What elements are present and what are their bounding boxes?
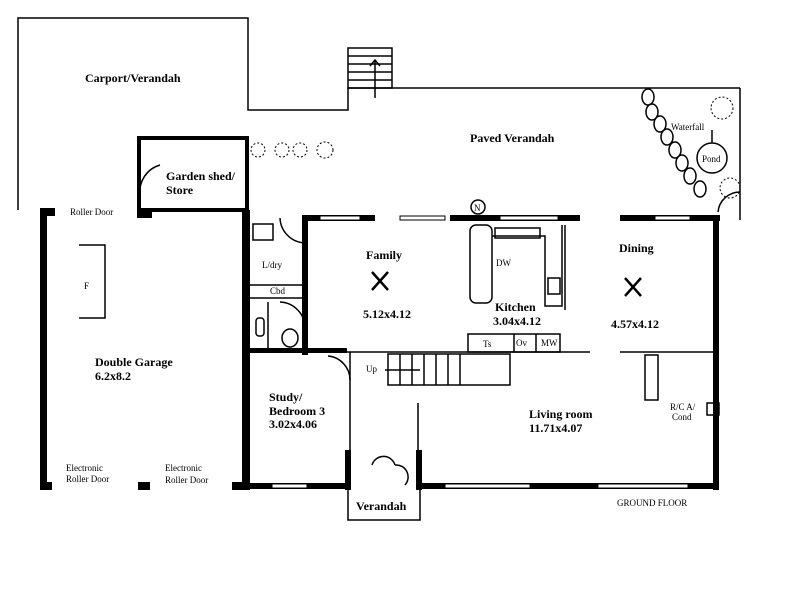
windows bbox=[271, 215, 691, 489]
electric-roller-label-1b: Roller Door bbox=[66, 474, 109, 484]
room-label-carport: Carport/Verandah bbox=[85, 71, 181, 85]
room-label-garden-shed: Garden shed/ bbox=[166, 169, 236, 183]
room-label-laundry: L/dry bbox=[262, 260, 282, 270]
north-label: N bbox=[474, 203, 481, 213]
electric-roller-label-2b: Roller Door bbox=[165, 475, 208, 485]
ceiling-fan-icons bbox=[371, 271, 642, 297]
room-label-verandah: Verandah bbox=[356, 499, 407, 513]
room-label-kitchen: Kitchen bbox=[495, 300, 536, 314]
north-marker-icon bbox=[470, 199, 486, 215]
site-boundary bbox=[17, 17, 640, 210]
electric-roller-label-2a: Electronic bbox=[165, 463, 202, 473]
shrub-icons bbox=[250, 96, 741, 199]
room-label-store: Store bbox=[166, 183, 194, 197]
outline-lines bbox=[17, 17, 741, 521]
room-size-kitchen: 3.04x4.12 bbox=[493, 314, 541, 328]
room-label-living: Living room bbox=[529, 407, 592, 421]
cupboard-label: Cbd bbox=[270, 286, 286, 296]
labels: Carport/Verandah Paved Verandah Garden s… bbox=[66, 71, 721, 513]
waterfall-label: Waterfall bbox=[671, 122, 705, 132]
room-label-paved-verandah: Paved Verandah bbox=[470, 131, 555, 145]
room-size-study: 3.02x4.06 bbox=[269, 417, 317, 431]
entry-steps-icon bbox=[347, 47, 393, 98]
room-size-family: 5.12x4.12 bbox=[363, 307, 411, 321]
garden-stones-icon bbox=[641, 88, 707, 198]
oven-label: Ov bbox=[516, 338, 527, 348]
room-size-garage: 6.2x8.2 bbox=[95, 369, 131, 383]
rc-aircon-label-2: Cond bbox=[672, 412, 692, 422]
fridge-label: F bbox=[84, 281, 89, 291]
room-label-dining: Dining bbox=[619, 241, 654, 255]
floor-title: GROUND FLOOR bbox=[617, 498, 687, 508]
stairs-up-label: Up bbox=[366, 364, 377, 374]
room-size-living: 11.71x4.07 bbox=[529, 421, 582, 435]
room-size-dining: 4.57x4.12 bbox=[611, 317, 659, 331]
staircase-icon bbox=[385, 353, 511, 386]
microwave-label: MW bbox=[541, 338, 558, 348]
pond-label: Pond bbox=[702, 154, 721, 164]
ts-label: Ts bbox=[483, 339, 492, 349]
room-label-study: Study/ bbox=[269, 390, 303, 404]
room-label-garage: Double Garage bbox=[95, 355, 173, 369]
room-label-family: Family bbox=[366, 248, 402, 262]
electric-roller-label-1a: Electronic bbox=[66, 463, 103, 473]
roller-door-label: Roller Door bbox=[70, 207, 113, 217]
dishwasher-label: DW bbox=[496, 258, 511, 268]
rc-aircon-label-1: R/C A/ bbox=[670, 402, 696, 412]
room-label-bedroom3: Bedroom 3 bbox=[269, 404, 325, 418]
